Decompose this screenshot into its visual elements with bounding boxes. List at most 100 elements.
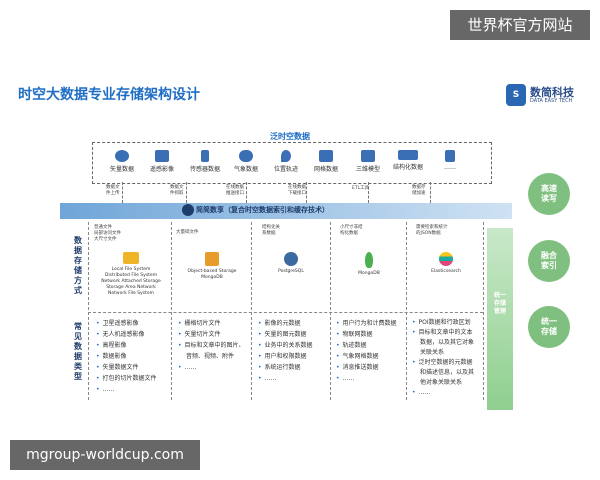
connector-line xyxy=(430,182,431,203)
source-note: ETL工具 xyxy=(352,186,370,191)
data-type-text: 常见数据类型 xyxy=(74,322,82,381)
list-item: 数据影像 xyxy=(96,351,157,362)
grid-icon xyxy=(319,150,333,162)
storage-label: MongoDB xyxy=(358,271,380,276)
structure-icon xyxy=(398,150,418,160)
list-item: 矢量切片文件 xyxy=(178,329,245,340)
sensor-icon xyxy=(201,150,209,162)
source-grid: 网格数据 xyxy=(306,150,346,173)
list-item: …… xyxy=(96,384,157,395)
column-divider xyxy=(330,222,331,400)
list-item: 气象网格数据 xyxy=(336,351,397,362)
feature-label: 统一 存储 xyxy=(541,317,557,336)
list-item: …… xyxy=(336,373,397,384)
list-item: 系统运行数据 xyxy=(258,362,313,373)
list-item: …… xyxy=(412,388,474,398)
list-item: 轨迹数据 xyxy=(336,340,397,351)
list-item: …… xyxy=(178,362,245,373)
source-label: 气象数据 xyxy=(233,166,258,173)
type-list-col5: POI数据和行政区划 目标和文章中的文本 数据，以及其它对象 关联关系 泛时空数… xyxy=(412,318,474,398)
list-item: 消息推送数据 xyxy=(336,362,397,373)
storage-method-text: 数据存储方式 xyxy=(74,236,82,295)
logo: S 数简科技 DATA EASY TECH xyxy=(506,84,594,108)
list-item: 音频、视频、附件 xyxy=(186,353,235,360)
postgresql-icon xyxy=(284,252,298,266)
storage-method-label: 数据存储方式 xyxy=(72,236,84,296)
object-storage-icon xyxy=(205,252,219,266)
connector-line xyxy=(246,182,247,203)
index-bar-icon xyxy=(182,204,194,216)
index-bar-label: 简简数享（复合时空数据索引和缓存技术） xyxy=(196,206,329,214)
source-label: 位置轨迹 xyxy=(273,166,298,173)
source-label: 三维模型 xyxy=(355,166,380,173)
storage-elasticsearch: Elasticsearch xyxy=(410,252,482,275)
storage-mongodb: MongoDB xyxy=(334,252,404,277)
source-label: 网格数据 xyxy=(313,166,338,173)
location-icon xyxy=(281,150,291,162)
storage-local-fs: Local File System Distributed File Syste… xyxy=(92,252,170,297)
list-item: …… xyxy=(258,373,313,384)
feature-circle-index: 融合 索引 xyxy=(528,240,570,282)
column-divider xyxy=(406,222,407,400)
watermark-top: 世界杯官方网站 xyxy=(450,10,590,40)
list-item: 他对象关联关系 xyxy=(420,379,463,386)
logo-name: 数简科技 xyxy=(530,86,574,99)
feature-label: 融合 索引 xyxy=(541,251,557,270)
row-divider xyxy=(88,312,483,313)
list-item: 打包的切片数据文件 xyxy=(96,373,157,384)
list-item: POI数据和行政区划 xyxy=(412,318,474,328)
source-sensor: 传感器数据 xyxy=(185,150,225,173)
type-list-col1: 卫星遥感影像 无人机遥感影像 高程影像 数据影像 矢量数据文件 打包的切片数据文… xyxy=(96,318,157,395)
index-cache-bar xyxy=(60,203,512,219)
list-item: 用户行为和计费数据 xyxy=(336,318,397,329)
column-divider xyxy=(171,222,172,400)
connector-line xyxy=(368,182,369,203)
source-label: 传感器数据 xyxy=(189,166,220,173)
feature-circle-fast-rw: 高速 读写 xyxy=(528,173,570,215)
column-note: 结构化关 系数据 xyxy=(262,225,280,236)
list-item: 数据，以及其它对象 xyxy=(420,339,475,346)
chart-icon xyxy=(445,150,455,162)
list-item: 目标和文章中的文本 xyxy=(412,328,474,338)
type-list-col2: 栅格切片文件 矢量切片文件 目标和文章中的图片、 音频、视频、附件 …… xyxy=(178,318,245,373)
page-title: 时空大数据专业存储架构设计 xyxy=(18,87,200,103)
source-weather: 气象数据 xyxy=(226,150,266,173)
image-icon xyxy=(155,150,169,162)
feature-label: 高速 读写 xyxy=(541,184,557,203)
source-note: 数据存 储加速 xyxy=(412,185,426,196)
elasticsearch-icon xyxy=(439,252,453,266)
connector-line xyxy=(122,182,123,203)
feature-circle-storage: 统一 存储 xyxy=(528,306,570,348)
list-item: 泛时空数据的元数据 xyxy=(412,358,474,368)
storage-label: PostgreSQL xyxy=(278,269,304,274)
source-3d-model: 三维模型 xyxy=(348,150,388,173)
list-item: 无人机遥感影像 xyxy=(96,329,157,340)
list-item: 用户和权限数据 xyxy=(258,351,313,362)
storage-postgresql: PostgreSQL xyxy=(255,252,327,275)
list-item: 物联网数据 xyxy=(336,329,397,340)
connector-line xyxy=(306,182,307,203)
column-note: 需要检索和统计 的JSON数据 xyxy=(416,225,448,236)
list-item: 和描述信息，以及其 xyxy=(420,369,475,376)
watermark-bottom: mgroup-worldcup.com xyxy=(10,440,200,470)
source-remote-sensing: 遥感影像 xyxy=(142,150,182,173)
folder-icon xyxy=(123,252,139,264)
storage-label: Object-based Storage MongoDB xyxy=(187,269,237,280)
cube-icon xyxy=(361,150,375,162)
list-item: 矢量数据文件 xyxy=(96,362,157,373)
source-note: 在线数据 推送接口 xyxy=(226,185,244,196)
unified-storage-label: 统一存储管理 xyxy=(494,292,507,315)
list-item: 栅格切片文件 xyxy=(178,318,245,329)
list-item: 高程影像 xyxy=(96,340,157,351)
column-note: 普通文件 局部访问文件 大尺寸文件 xyxy=(94,225,121,242)
source-more: …… xyxy=(430,150,470,171)
source-label: 遥感影像 xyxy=(149,166,174,173)
type-list-col4: 用户行为和计费数据 物联网数据 轨迹数据 气象网格数据 消息推送数据 …… xyxy=(336,318,397,384)
data-source-title: 泛时空数据 xyxy=(240,131,340,142)
list-item: 业务中的关系数据 xyxy=(258,340,313,351)
column-note: 小尺寸非结 构化数据 xyxy=(340,225,363,236)
column-divider xyxy=(483,222,484,400)
list-item: 影像的元数据 xyxy=(258,318,313,329)
logo-mark-icon: S xyxy=(506,84,526,106)
source-structured: 结构化数据 xyxy=(388,150,428,171)
